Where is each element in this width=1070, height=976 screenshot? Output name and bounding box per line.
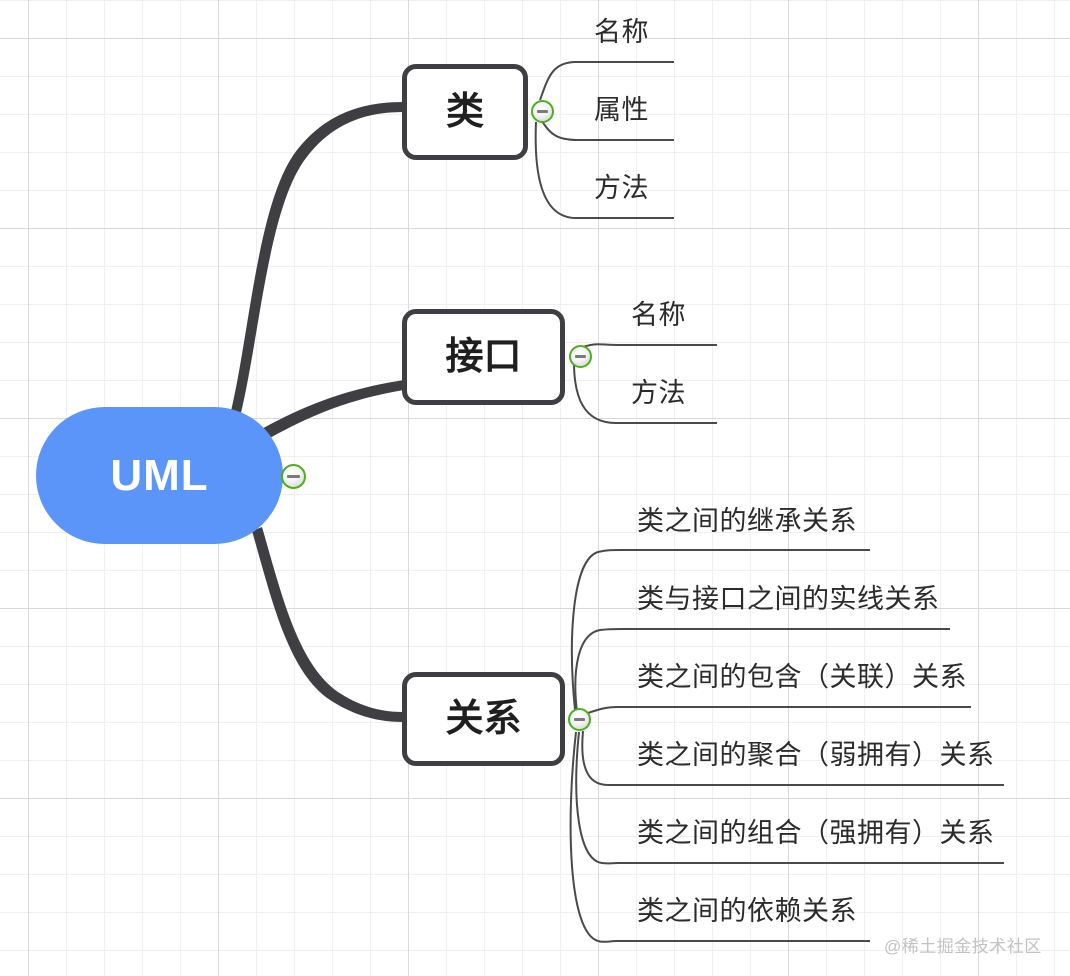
root-node-label: UML [110,450,209,500]
minus-icon [537,110,548,113]
branch-node-relations-label: 关系 [445,698,522,740]
branch-node-class-label: 类 [445,91,484,133]
link-root-to-class [231,102,404,417]
branch-node-interface[interactable]: 接口 [402,309,565,405]
branch-node-relations[interactable]: 关系 [402,672,565,766]
leaf-node-class-methods[interactable]: 方法 [594,173,649,204]
toggle-branch-relations[interactable] [568,708,591,731]
leaf-node-class-attributes[interactable]: 属性 [594,95,649,126]
watermark: @稀土掘金技术社区 [884,932,1042,957]
leaf-node-interface-name[interactable]: 名称 [631,300,686,331]
leaf-label: 类之间的组合（强拥有）关系 [637,818,995,848]
leaf-node-relation-realization[interactable]: 类与接口之间的实线关系 [637,584,940,615]
leaf-node-relation-aggregation[interactable]: 类之间的聚合（弱拥有）关系 [637,740,995,771]
leaf-label: 名称 [594,17,649,47]
link-root-to-relations [252,527,404,722]
leaf-label: 名称 [631,300,686,330]
toggle-branch-class[interactable] [531,100,554,123]
toggle-branch-interface[interactable] [569,345,592,368]
leaf-node-relation-dependency[interactable]: 类之间的依赖关系 [637,896,857,927]
leaf-label: 方法 [631,378,686,408]
leaf-label: 方法 [594,173,649,203]
leaf-node-relation-inheritance[interactable]: 类之间的继承关系 [637,506,857,537]
leaf-node-class-name[interactable]: 名称 [594,17,649,48]
minus-icon [574,718,585,721]
leaf-label: 属性 [594,95,649,125]
link-relations-to-child-2 [587,706,971,714]
branch-node-interface-label: 接口 [445,336,522,378]
minus-icon [287,475,300,478]
leaf-label: 类之间的继承关系 [637,506,857,536]
link-interface-to-child-0 [579,343,717,349]
leaf-node-relation-association[interactable]: 类之间的包含（关联）关系 [637,662,967,693]
branch-node-class[interactable]: 类 [402,64,528,160]
watermark-text: @稀土掘金技术社区 [884,937,1042,956]
root-node-uml[interactable]: UML [36,407,283,544]
leaf-node-relation-composition[interactable]: 类之间的组合（强拥有）关系 [637,818,995,849]
leaf-label: 类之间的聚合（弱拥有）关系 [637,740,995,770]
leaf-node-interface-methods[interactable]: 方法 [631,378,686,409]
leaf-label: 类与接口之间的实线关系 [637,584,940,614]
link-root-to-interface [258,380,404,440]
minus-icon [575,355,586,358]
toggle-root-uml[interactable] [281,464,306,489]
leaf-label: 类之间的包含（关联）关系 [637,662,967,692]
leaf-label: 类之间的依赖关系 [637,896,857,926]
